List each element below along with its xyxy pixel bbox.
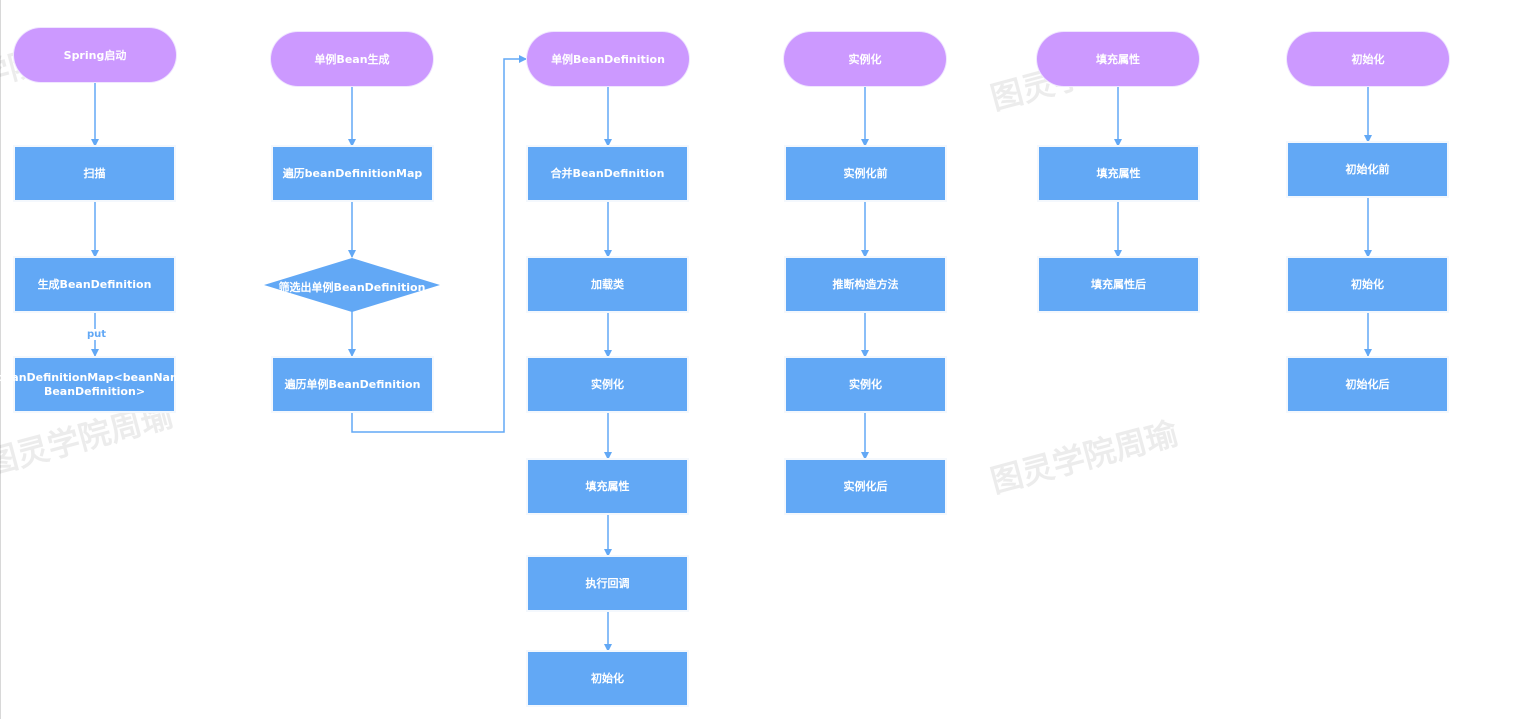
step-populate-2: 填充属性 [1039, 147, 1198, 200]
step-scan: 扫描 [15, 147, 174, 200]
start-instantiation: 实例化 [784, 32, 946, 86]
start-populate: 填充属性 [1037, 32, 1199, 86]
arrow-cross-column [351, 55, 527, 433]
decision-diamond [264, 258, 440, 312]
start-singleton-bean: 单例Bean生成 [271, 32, 433, 86]
step-callbacks: 执行回调 [528, 557, 687, 610]
start-singleton-bean-definition: 单例BeanDefinition [527, 32, 689, 86]
step-load-class: 加载类 [528, 258, 687, 311]
step-instantiate: 实例化 [528, 358, 687, 411]
step-after-populate: 填充属性后 [1039, 258, 1198, 311]
step-after-initialization: 初始化后 [1288, 358, 1447, 411]
start-initialization: 初始化 [1287, 32, 1449, 86]
step-bean-definition-map: beanDefinitionMap<beanName, BeanDefiniti… [0, 358, 193, 411]
step-initialize: 初始化 [528, 652, 687, 705]
step-after-instantiation: 实例化后 [786, 460, 945, 513]
step-iterate-map: 遍历beanDefinitionMap [273, 147, 432, 200]
step-before-initialization: 初始化前 [1288, 143, 1447, 196]
step-initialize-2: 初始化 [1288, 258, 1447, 311]
edge-label-put: put [85, 329, 109, 340]
step-generate-bean-definition: 生成BeanDefinition [15, 258, 174, 311]
start-spring: Spring启动 [14, 28, 176, 82]
step-infer-constructor: 推断构造方法 [786, 258, 945, 311]
decision-label: 筛选出单例BeanDefinition [278, 281, 426, 294]
step-instantiate-2: 实例化 [786, 358, 945, 411]
step-merge: 合并BeanDefinition [528, 147, 687, 200]
left-edge [0, 0, 1, 719]
step-before-instantiation: 实例化前 [786, 147, 945, 200]
step-populate: 填充属性 [528, 460, 687, 513]
step-iterate-singletons: 遍历单例BeanDefinition [273, 358, 432, 411]
